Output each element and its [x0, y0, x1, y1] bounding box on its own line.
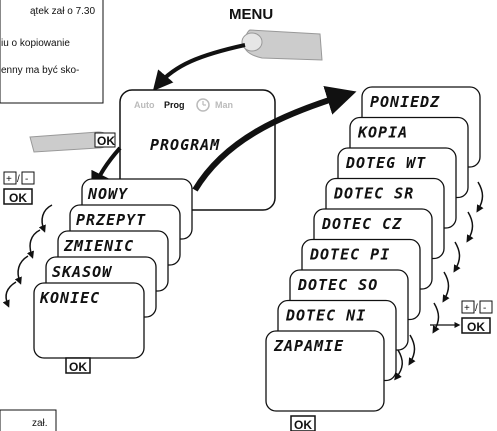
- right-menu-item-label: ZAPAMIE: [273, 337, 344, 355]
- right-menu-item-label: DOTEC PI: [309, 246, 390, 264]
- ok-button-left-label: OK: [9, 191, 27, 205]
- ok-button-main-label: OK: [97, 134, 115, 148]
- instruction-note-bottom: zał.: [0, 409, 57, 431]
- instruction-note-top: ątek zał o 7.30 iu o kopiowanie enny ma …: [0, 0, 104, 104]
- ok-button-left-bottom-label: OK: [69, 360, 87, 374]
- minus-button-left[interactable]: [21, 171, 35, 185]
- mode-man: Man: [215, 100, 233, 110]
- right-menu-item-label: DOTEC NI: [285, 307, 366, 325]
- plus-label-left: +: [6, 174, 12, 185]
- ok-button-left[interactable]: OK: [3, 188, 33, 205]
- right-menu-item: ZAPAMIE: [265, 330, 385, 412]
- menu-label: MENU: [229, 6, 273, 23]
- right-menu-item-label: KOPIA: [357, 124, 408, 142]
- slash-right: /: [475, 303, 478, 314]
- note-bottom-text: zał.: [32, 418, 48, 429]
- right-menu-item-label: DOTEC CZ: [321, 215, 402, 233]
- left-menu-item-label: PRZEPYT: [76, 211, 146, 229]
- ok-button-main[interactable]: OK: [94, 132, 116, 148]
- ok-button-right[interactable]: OK: [461, 317, 491, 334]
- left-cascade-arrows: [2, 204, 53, 308]
- ok-button-left-bottom[interactable]: OK: [65, 357, 91, 374]
- right-menu-item-frame: [265, 330, 385, 412]
- plus-minus-buttons-right[interactable]: + / -: [461, 300, 493, 314]
- left-menu-item-label: SKASOW: [52, 263, 113, 281]
- note-line-2: iu o kopiowanie: [1, 38, 70, 49]
- mode-prog: Prog: [164, 100, 185, 110]
- note-line-3: enny ma być sko-: [1, 65, 79, 76]
- mode-auto: Auto: [134, 100, 155, 110]
- program-title: PROGRAM: [150, 136, 220, 154]
- left-menu-item-label: KONIEC: [39, 289, 100, 307]
- note-line-1: ątek zał o 7.30: [30, 6, 95, 17]
- left-menu-item-label: ZMIENIC: [63, 237, 134, 255]
- plus-minus-buttons-left[interactable]: + / -: [3, 171, 35, 185]
- ok-button-right-bottom[interactable]: OK: [290, 415, 316, 431]
- right-menu-item-label: DOTEC SR: [333, 185, 414, 203]
- arrow-menu-to-program: [152, 43, 246, 92]
- right-cascade-arrows: [394, 181, 484, 381]
- ok-button-right-label: OK: [467, 320, 485, 334]
- pointing-hand-icon: [241, 29, 323, 61]
- arrow-nowy-to-days: [192, 85, 357, 192]
- minus-label-left: -: [25, 174, 28, 185]
- slash-left: /: [17, 174, 20, 185]
- plus-button-left[interactable]: [3, 171, 17, 185]
- clock-icon: [196, 98, 210, 112]
- plus-label-right: +: [464, 303, 470, 314]
- left-menu-item: KONIEC: [33, 282, 145, 359]
- right-menu-item-label: PONIEDZ: [370, 93, 440, 111]
- minus-label-right: -: [483, 303, 486, 314]
- right-menu-item-label: DOTEG WT: [345, 154, 426, 172]
- left-menu-item-label: NOWY: [87, 185, 128, 203]
- right-menu-item-label: DOTEC SO: [297, 276, 378, 294]
- ok-button-right-bottom-label: OK: [294, 418, 312, 431]
- plus-button-right[interactable]: [461, 300, 475, 314]
- left-menu-stack: NOWY PRZEPYT ZMIENIC SKASOW KONIEC: [33, 178, 193, 359]
- right-menu-stack: PONIEDZ KOPIA DOTEG WT DOTEC SR DOTEC CZ DOTE…: [265, 86, 481, 412]
- minus-button-right[interactable]: [479, 300, 493, 314]
